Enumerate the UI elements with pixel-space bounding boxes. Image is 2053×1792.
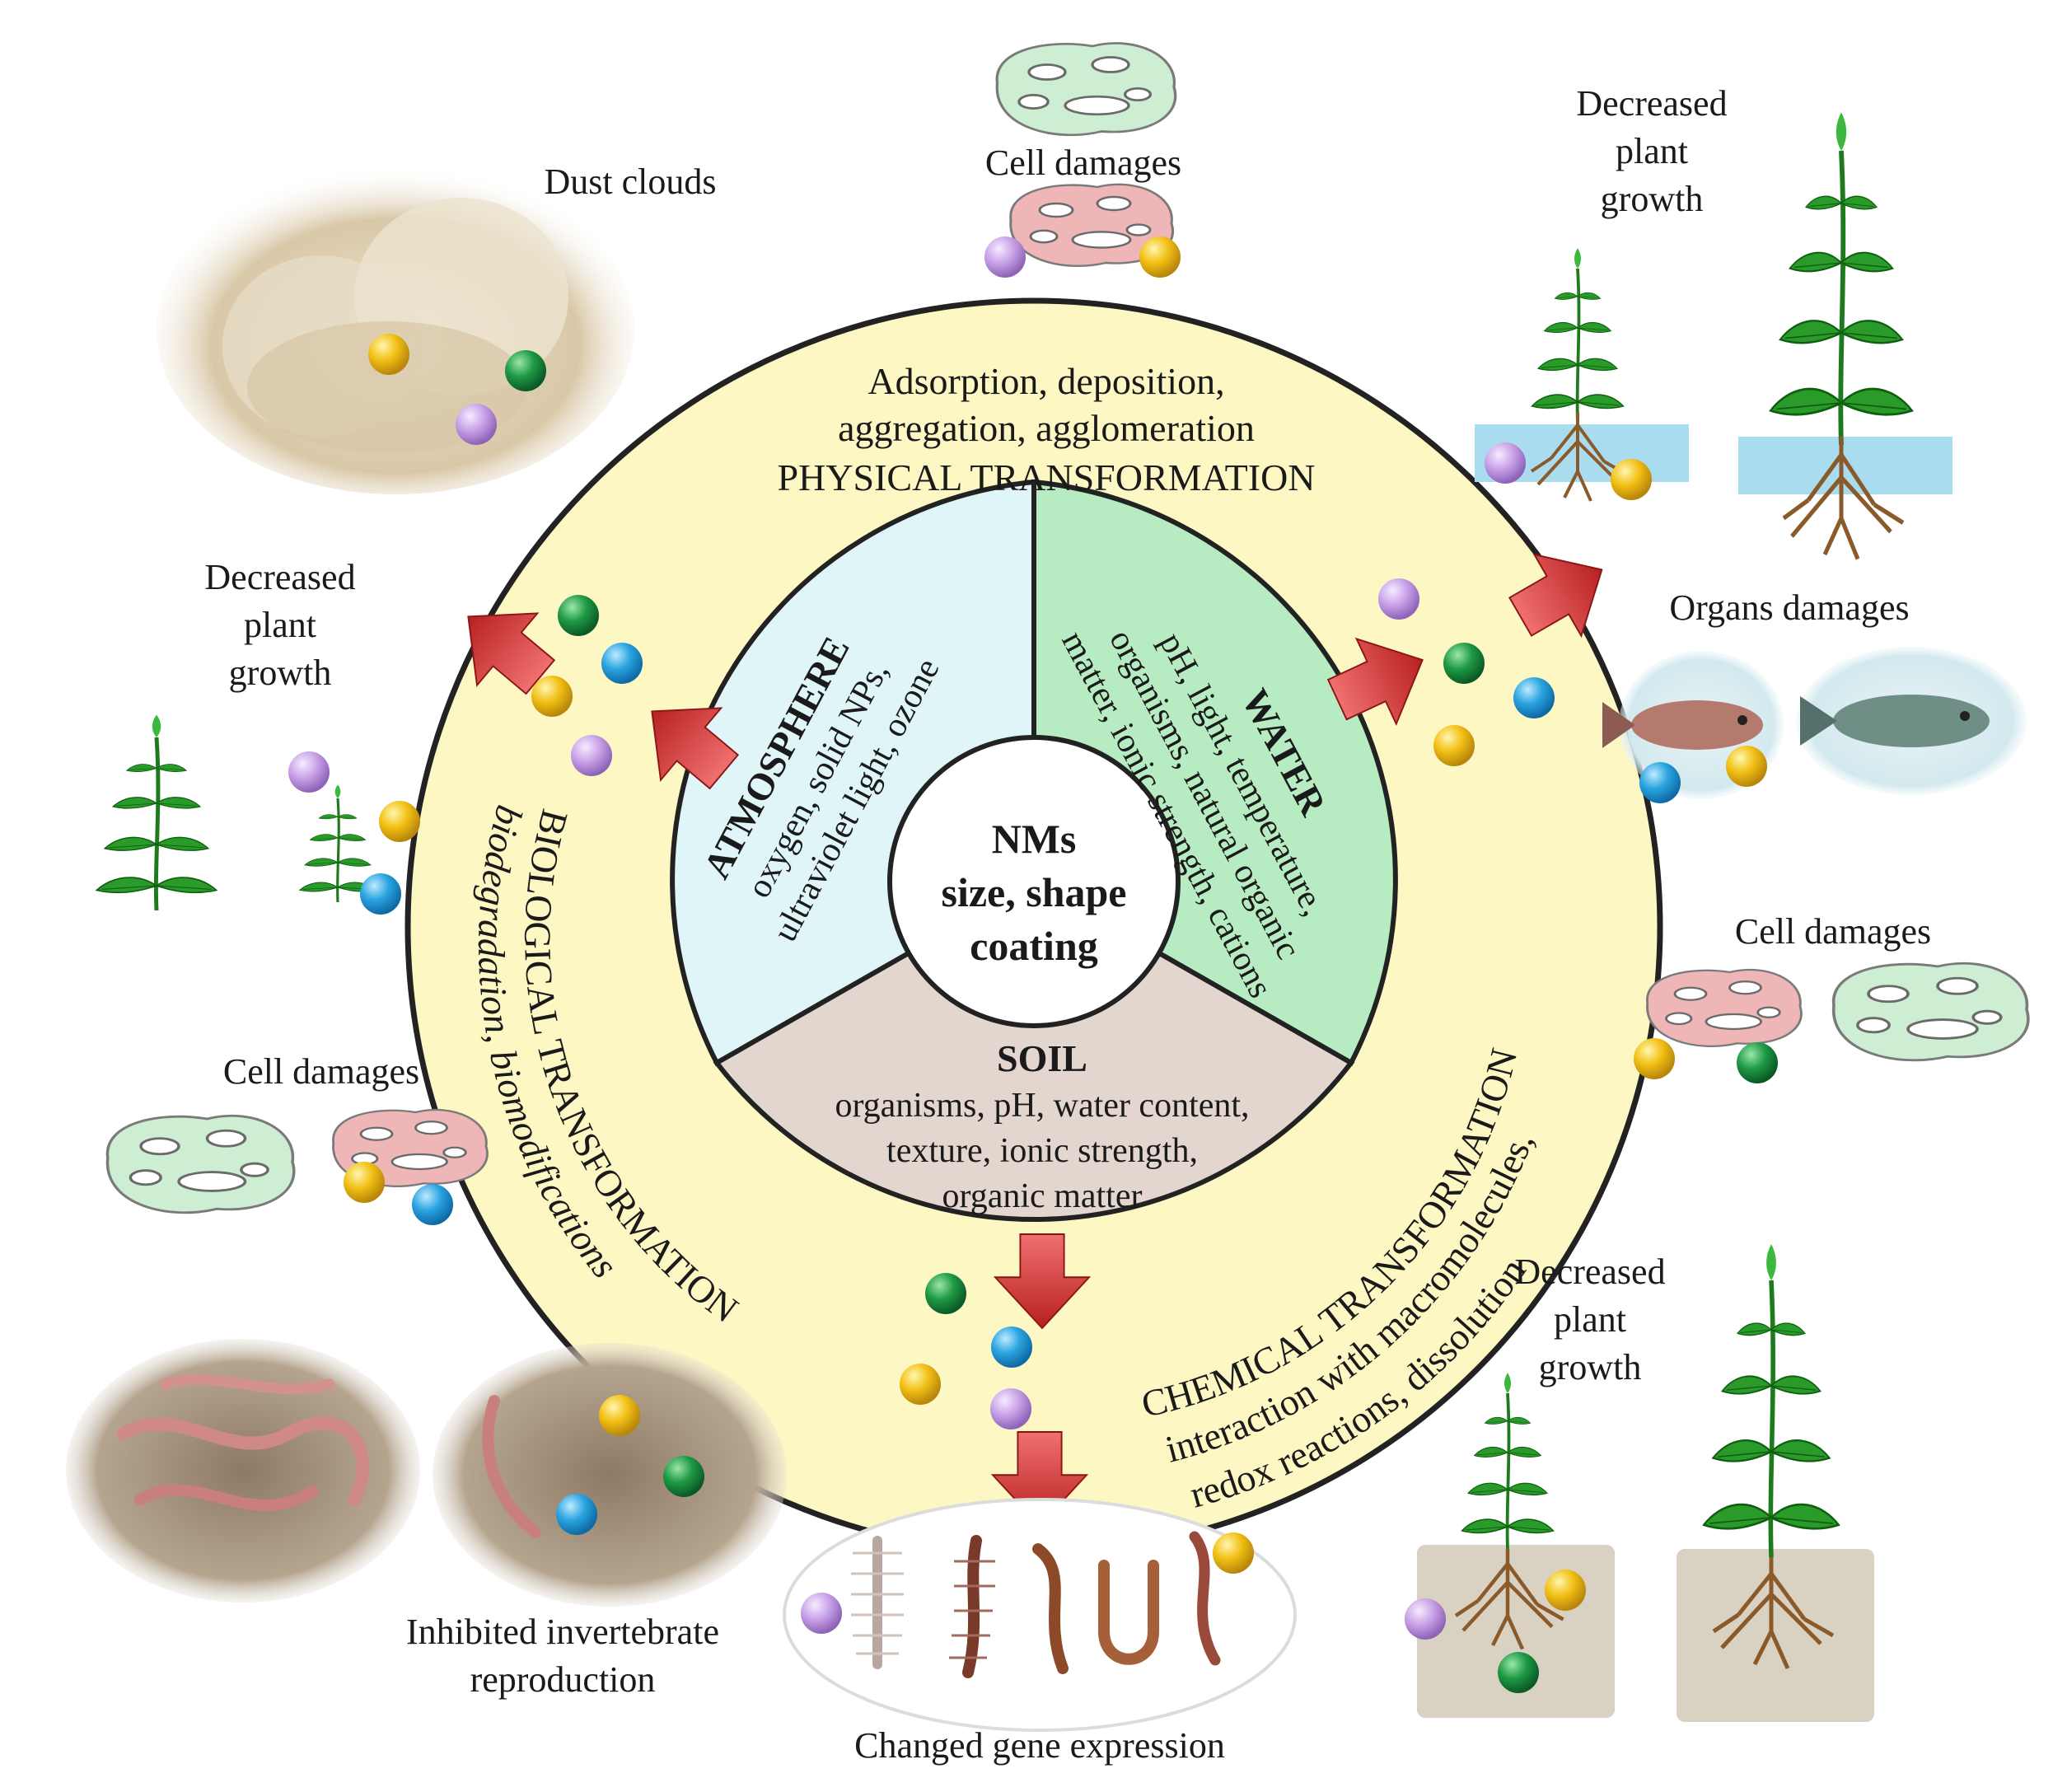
physical-line-2: aggregation, agglomeration — [838, 407, 1255, 449]
environment-pie — [670, 479, 1398, 1222]
plant-bottom-right-line-1: Decreased — [1514, 1252, 1665, 1292]
gene-expression-illustration — [783, 1498, 1297, 1732]
physical-line-1: Adsorption, deposition, — [867, 360, 1224, 402]
np-purple — [990, 1388, 1031, 1429]
np-blue — [601, 643, 643, 684]
centipede-5 — [1189, 1531, 1221, 1666]
np-green — [558, 595, 599, 636]
np-purple — [288, 751, 330, 793]
np-yellow — [1433, 725, 1475, 766]
small-plant — [1462, 1373, 1554, 1549]
np-blue — [1513, 677, 1555, 718]
plant-left-line-1: Decreased — [204, 557, 355, 597]
organs-damages-illustration — [1602, 647, 2027, 803]
np-blue — [412, 1184, 453, 1225]
np-purple — [456, 404, 497, 445]
np-purple — [801, 1593, 842, 1634]
plant-bottom-right-illustration — [1405, 1244, 1874, 1722]
np-yellow — [344, 1162, 385, 1203]
core-line-2: size, shape — [942, 869, 1127, 915]
core-line-1: NMs — [992, 816, 1077, 862]
plant-bottom-right-line-2: plant — [1554, 1299, 1626, 1340]
large-plant — [1770, 112, 1912, 445]
water-patch — [1738, 437, 1952, 494]
centipede-4 — [1098, 1560, 1159, 1665]
cell-damages-left-illustration — [105, 1108, 489, 1225]
healthy-cell — [995, 41, 1177, 137]
np-yellow — [1611, 459, 1652, 500]
plant-top-right-line-2: plant — [1616, 131, 1688, 171]
np-purple — [571, 735, 612, 776]
soil-line-2: texture, ionic strength, — [886, 1132, 1198, 1170]
np-purple — [1378, 578, 1419, 620]
plant-bottom-right-line-3: growth — [1539, 1347, 1642, 1387]
np-blue — [556, 1494, 597, 1535]
soil-title: SOIL — [997, 1037, 1087, 1079]
np-green — [663, 1456, 704, 1497]
fish-damaged — [1602, 700, 1763, 750]
plant-top-right-line-1: Decreased — [1576, 83, 1727, 124]
np-yellow — [1634, 1038, 1675, 1079]
cell-damages-top-label: Cell damages — [985, 143, 1181, 183]
centipede-1 — [851, 1536, 904, 1669]
core-line-3: coating — [970, 923, 1098, 969]
np-purple — [984, 236, 1026, 278]
np-green — [505, 350, 546, 391]
plant-left-line-3: growth — [229, 653, 332, 693]
nm-core-circle — [887, 735, 1181, 1028]
np-yellow — [1726, 746, 1767, 787]
np-yellow — [379, 801, 420, 842]
np-yellow — [1545, 1570, 1586, 1611]
soil-line-1: organisms, pH, water content, — [835, 1087, 1249, 1125]
physical-title: PHYSICAL TRANSFORMATION — [777, 456, 1315, 498]
healthy-cell — [1831, 962, 2030, 1062]
cell-damages-right-illustration — [1634, 962, 2030, 1083]
np-yellow — [368, 334, 409, 375]
cell-damages-top-illustration — [984, 41, 1181, 278]
earthworm-illustration — [66, 1339, 787, 1607]
cell-damages-left-label: Cell damages — [223, 1051, 419, 1092]
cell-damages-right-label: Cell damages — [1735, 911, 1931, 952]
np-yellow — [531, 676, 573, 717]
large-plant — [96, 715, 216, 911]
plant-top-right-line-3: growth — [1601, 179, 1704, 219]
invertebrate-line-1: Inhibited invertebrate — [406, 1612, 719, 1652]
gene-expression-label: Changed gene expression — [854, 1725, 1225, 1766]
np-green — [925, 1273, 966, 1314]
centipede-2 — [949, 1535, 995, 1678]
damaged-cell — [1646, 968, 1803, 1048]
np-blue — [991, 1326, 1032, 1368]
soil-patch — [1677, 1549, 1874, 1722]
np-green — [1737, 1042, 1778, 1083]
soil-line-3: organic matter — [942, 1177, 1143, 1215]
dust-clouds-illustration — [157, 165, 634, 494]
plant-left-line-2: plant — [244, 605, 316, 645]
np-yellow — [599, 1395, 640, 1436]
healthy-cell — [105, 1114, 296, 1214]
np-yellow — [1213, 1532, 1254, 1574]
np-green — [1443, 643, 1485, 684]
np-yellow — [900, 1364, 941, 1405]
np-green — [1498, 1652, 1539, 1693]
organs-damages-label: Organs damages — [1669, 587, 1909, 628]
plant-top-right-illustration — [1475, 112, 1952, 559]
np-yellow — [1139, 236, 1181, 278]
small-plant — [1532, 248, 1624, 424]
invertebrate-line-2: reproduction — [470, 1659, 656, 1700]
ring-nanoparticles — [531, 578, 1555, 1429]
np-blue — [360, 873, 401, 915]
plant-left-illustration — [96, 715, 420, 915]
fish-healthy — [1800, 695, 1990, 747]
np-blue — [1639, 762, 1681, 803]
np-purple — [1405, 1598, 1446, 1640]
soil-sector — [713, 878, 1355, 1222]
large-plant — [1704, 1244, 1839, 1557]
np-purple — [1485, 442, 1526, 484]
dust-clouds-label: Dust clouds — [545, 161, 717, 202]
centipede-3 — [1032, 1543, 1069, 1674]
